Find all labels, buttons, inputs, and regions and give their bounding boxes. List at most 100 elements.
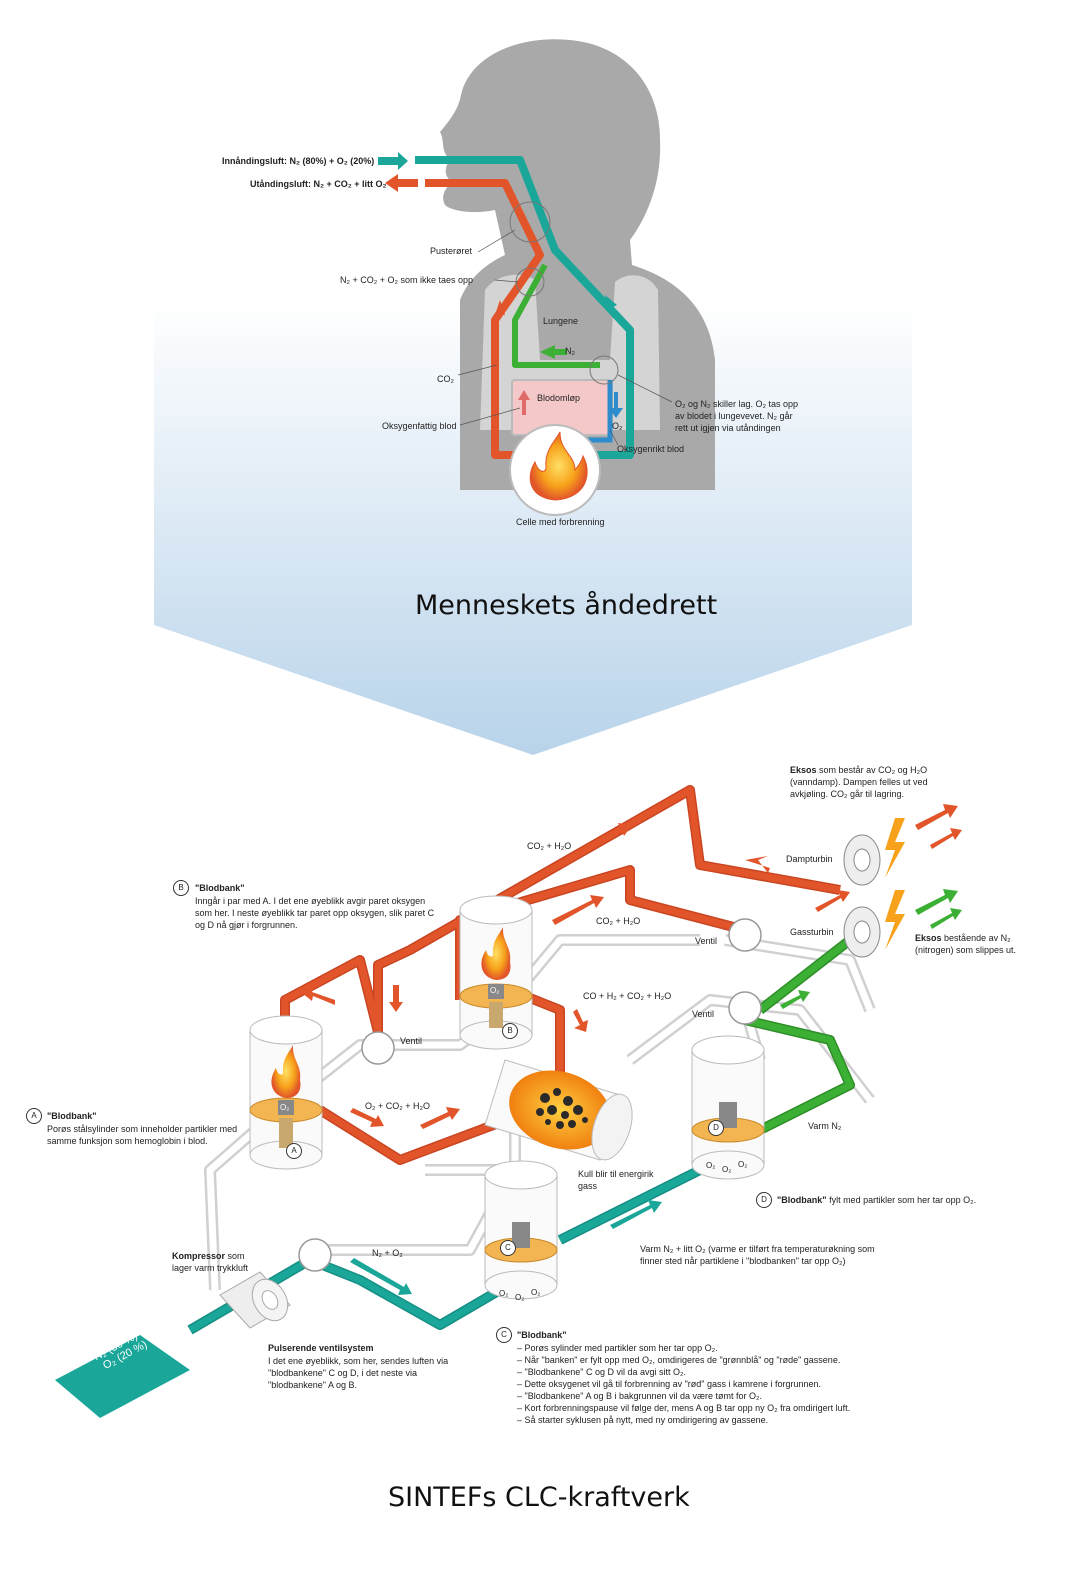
valve-label-2: Ventil (692, 1009, 715, 1019)
bloodstream-label: Blodomløp (537, 393, 581, 403)
valve-middle (728, 991, 762, 1025)
exhaust2-text: bestående av N₂ (nitrogen) som slippes u… (915, 933, 1017, 955)
arrow-o2co2-2 (420, 1107, 460, 1129)
bottom-title: SINTEFs CLC-kraftverk (388, 1482, 690, 1513)
n2-path (512, 263, 600, 368)
gas-turbine-label: Gassturbin (790, 927, 834, 937)
arrow-warm-n2o2 (610, 1200, 662, 1229)
cell-flame (529, 431, 588, 501)
pulse-title: Pulserende ventilsystem (268, 1343, 374, 1353)
letter-d-badge: D (756, 1192, 772, 1208)
not-absorbed-label: N₂ + CO₂ + O₂ som ikke taes opp (340, 275, 474, 285)
arrow-co2-mid (552, 895, 604, 925)
banner-arrow (154, 300, 912, 755)
letter-c-badge: C (496, 1327, 512, 1343)
exhaust2-note: Eksos bestående av N₂ (nitrogen) som sli… (915, 932, 1040, 956)
down-teal-arrow (605, 295, 617, 310)
coal-gasifier (484, 1059, 633, 1161)
lungs-label: Lungene (543, 316, 579, 326)
arrow-back-left (302, 987, 335, 1005)
arrow-n2o2 (350, 1258, 412, 1295)
n2-label: N₂ (565, 346, 575, 356)
cell-label: Celle med forbrenning (516, 517, 605, 527)
cylinder-c (484, 1160, 558, 1300)
inhale-arrow (378, 152, 408, 170)
valve-label-1: Ventil (695, 936, 718, 946)
valve-label-3: Ventil (400, 1036, 423, 1046)
cyl-c-o2-2: O₂ (515, 1293, 525, 1302)
co2-label: CO₂ (437, 374, 454, 384)
inhale-label: Innåndingsluft: N₂ (80%) + O₂ (20%) (222, 156, 375, 166)
o2-co2-h2o-label: O₂ + CO₂ + H₂O (365, 1101, 430, 1111)
arrow-o2co2-1 (350, 1108, 384, 1127)
letter-a-badge: A (26, 1108, 42, 1124)
cyl-c-letter: C (500, 1240, 516, 1256)
c-note: – "Blodbankene" C og D vil da avgi sitt … (517, 1367, 686, 1377)
exhaust2-title: Eksos (915, 933, 942, 943)
d-note: "Blodbank" fylt med partikler som her ta… (777, 1194, 976, 1206)
windpipe-label: Pusterøret (430, 246, 473, 256)
cylinder-b (459, 895, 533, 1050)
lightning-gas (885, 890, 905, 950)
cylinder-a (249, 1015, 323, 1170)
n2-arrow (540, 345, 567, 359)
exhaust-orange-arrow-1 (915, 804, 958, 830)
n2-o2-label: N₂ + O₂ (372, 1248, 403, 1258)
separate-note: O₂ og N₂ skiller lag. O₂ tas opp av blod… (675, 399, 799, 433)
exhaust-title: Eksos (790, 765, 817, 775)
compressor-note: Kompressor som lager varm trykkluft (172, 1250, 252, 1274)
compressor (219, 1271, 291, 1329)
arrow-turb-down (745, 856, 770, 873)
o2-down-arrow (609, 392, 623, 418)
letter-b-badge: B (173, 880, 189, 896)
cyl-d-o2-3: O₂ (738, 1160, 748, 1169)
cyl-d-o2-2: O₂ (722, 1165, 732, 1174)
oxygen-rich-label: Oksygenrikt blod (617, 444, 685, 454)
cyl-a-o2: O₂ (280, 1103, 290, 1112)
c-note: – Når "banken" er fylt opp med O₂, omdir… (517, 1355, 841, 1365)
c-note: – Kort forbrenningspause vil følge der, … (517, 1403, 851, 1413)
valve-pulse (298, 1238, 332, 1272)
d-title: "Blodbank" (777, 1195, 827, 1205)
c-note: – Dette oksygenet vil gå til forbrenning… (517, 1379, 822, 1389)
arrow-green-n2 (780, 990, 810, 1009)
arrow-down-1 (389, 985, 403, 1012)
valve-top (728, 918, 762, 952)
c-notes: – Porøs sylinder med partikler som her t… (517, 1342, 850, 1426)
top-title: Menneskets åndedrett (415, 590, 718, 621)
cyl-d-letter: D (708, 1120, 724, 1136)
co-h2-label: CO + H₂ + CO₂ + H₂O (583, 991, 672, 1001)
windpipe-circle (509, 201, 551, 243)
exhaust-orange-arrow-2 (930, 828, 962, 849)
cyl-b-letter: B (502, 1023, 518, 1039)
co2-h2o-mid-label: CO₂ + H₂O (596, 916, 641, 926)
c-title: "Blodbank" (517, 1330, 567, 1340)
warm-n2-label: Varm N₂ (808, 1121, 842, 1131)
c-note: – Porøs sylinder med partikler som her t… (517, 1343, 718, 1353)
lightning-steam (885, 818, 905, 878)
a-text: Porøs stålsylinder som inneholder partik… (47, 1124, 238, 1146)
d-text: fylt med partikler som her tar opp O₂. (829, 1195, 977, 1205)
arrow-co2-top (580, 823, 632, 855)
oxygen-poor-label: Oksygenfattig blod (382, 421, 457, 431)
o2-label: O₂ (612, 421, 623, 431)
exhaust-text: som består av CO₂ og H₂O (vanndamp). Dam… (790, 765, 928, 799)
cylinder-d (691, 1035, 765, 1180)
exhaust-green-arrow-2 (930, 908, 962, 929)
inhale-path (415, 156, 634, 459)
cyl-a-letter: A (286, 1143, 302, 1159)
up-orange-arrow (495, 300, 505, 315)
arrow-turb (815, 890, 850, 912)
exhale-label: Utåndingsluft: N₂ + CO₂ + litt O₂ (250, 179, 387, 189)
b-title: "Blodbank" (195, 883, 245, 893)
exhaust-green-arrow-1 (915, 889, 958, 915)
c-note: – "Blodbankene" A og B i bakgrunnen vil … (517, 1391, 763, 1401)
arrow-down-2 (573, 1009, 588, 1032)
blood-up-arrow (518, 390, 530, 415)
compressor-text: som lager varm trykkluft (172, 1251, 249, 1273)
cyl-d-o2-1: O₂ (706, 1161, 716, 1170)
cyl-c-o2-3: O₂ (531, 1288, 541, 1297)
warm-n2-o2-label: Varm N₂ + litt O₂ (varme er tilført fra … (640, 1244, 875, 1266)
coal-label: Kull blir til energirik gass (578, 1169, 654, 1191)
